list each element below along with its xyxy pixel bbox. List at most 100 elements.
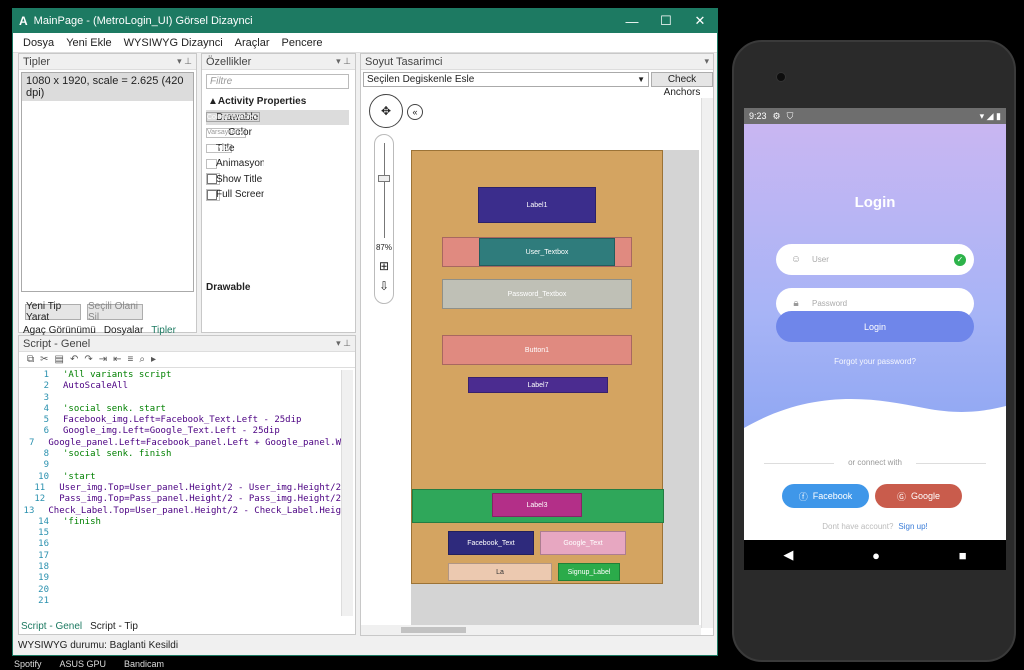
wifi-battery-icon: ▾ ◢ ▮: [979, 110, 1001, 121]
login-hero: Login ☺ User ✓ 🔒︎ Password: [744, 124, 1006, 440]
tab-tipler[interactable]: Tipler: [151, 325, 176, 336]
maximize-button[interactable]: ☐: [660, 13, 672, 28]
login-button[interactable]: Login: [776, 311, 974, 342]
la-view[interactable]: La: [448, 563, 552, 581]
indent-icon[interactable]: ⇥: [98, 354, 108, 365]
chevron-down-icon[interactable]: ▾: [704, 56, 709, 66]
undo-icon[interactable]: ↶: [69, 354, 79, 365]
check-anchors-button[interactable]: Check Anchors: [651, 72, 713, 98]
forgot-password-link[interactable]: Forgot your password?: [834, 357, 916, 366]
code-scrollbar[interactable]: [341, 370, 353, 616]
pin-icon[interactable]: ▾ ⊥: [177, 56, 192, 66]
redo-icon[interactable]: ↷: [84, 354, 93, 365]
code-line[interactable]: 21: [38, 595, 49, 606]
button1-view[interactable]: Button1: [442, 335, 632, 365]
code-line[interactable]: 16: [38, 539, 49, 550]
cut-icon[interactable]: ✂: [40, 354, 49, 365]
taskbar-item[interactable]: Spotify: [14, 659, 42, 669]
delete-variant-button[interactable]: Seçili Olani Sil: [87, 301, 143, 323]
zoom-thumb[interactable]: [378, 175, 390, 182]
signup-link[interactable]: Sign up!: [898, 522, 928, 531]
menu-yeni-ekle[interactable]: Yeni Ekle: [66, 36, 112, 49]
comment-icon[interactable]: ≡: [127, 354, 134, 365]
taskbar-item[interactable]: ASUS GPU: [59, 659, 107, 669]
variant-item[interactable]: 1080 x 1920, scale = 2.625 (420 dpi): [22, 73, 193, 101]
signup-label-view[interactable]: Signup_Label: [558, 563, 620, 581]
code-line[interactable]: 19: [38, 573, 49, 584]
code-line[interactable]: 10'start: [38, 471, 96, 482]
user-textbox-view[interactable]: User_Textbox: [479, 238, 615, 266]
login-title: Login: [854, 194, 896, 211]
show-title-checkbox[interactable]: [207, 174, 217, 185]
activity-root[interactable]: Label1 User_Textbox Password_Textbox But…: [411, 150, 664, 584]
tab-script-genel[interactable]: Script - Genel: [21, 621, 83, 632]
canvas-vscrollbar[interactable]: [701, 98, 713, 628]
property-row-show-title[interactable]: Show Title: [206, 172, 349, 188]
password-textbox-view[interactable]: Password_Textbox: [442, 279, 632, 309]
pin-icon[interactable]: ▾ ⊥: [336, 56, 351, 66]
close-button[interactable]: ✕: [694, 13, 706, 28]
code-line[interactable]: 3: [43, 392, 49, 403]
home-icon[interactable]: ●: [872, 547, 880, 563]
pin-icon[interactable]: ▾ ⊥: [336, 338, 351, 348]
canvas-hscrollbar[interactable]: [361, 625, 701, 635]
outdent-icon[interactable]: ⇤: [113, 354, 122, 365]
find-icon[interactable]: ⌕: [139, 354, 145, 365]
menu-dosya[interactable]: Dosya: [23, 36, 55, 49]
properties-title: Özellikler: [206, 55, 252, 68]
run-icon[interactable]: ▸: [151, 354, 157, 365]
label1-view[interactable]: Label1: [478, 187, 596, 223]
zoom-slider[interactable]: 87% ⊞ ⇩: [374, 134, 394, 304]
code-line[interactable]: 18: [38, 562, 49, 573]
tab-dosyalar[interactable]: Dosyalar: [103, 325, 144, 336]
fit-icon[interactable]: ⊞: [378, 259, 390, 273]
code-line[interactable]: 20: [38, 584, 49, 595]
full-screen-checkbox[interactable]: [207, 189, 217, 200]
property-row-animation[interactable]: Animasyon...0▾: [206, 158, 264, 170]
collapse-icon[interactable]: «: [407, 104, 423, 120]
code-line[interactable]: 17: [38, 550, 49, 561]
new-variant-button[interactable]: Yeni Tip Yarat: [25, 301, 81, 323]
label3-view[interactable]: Label3: [492, 493, 582, 517]
code-line[interactable]: 1'All variants script: [43, 370, 172, 380]
paste-icon[interactable]: ▤: [54, 354, 64, 365]
recents-icon[interactable]: ■: [958, 547, 967, 563]
code-line[interactable]: 14'finish: [38, 516, 101, 527]
label7-view[interactable]: Label7: [468, 377, 608, 393]
tab-script-tip[interactable]: Script - Tip: [90, 621, 138, 632]
export-icon[interactable]: ⇩: [378, 279, 390, 293]
minimize-button[interactable]: —: [625, 13, 639, 29]
menu-pencere[interactable]: Pencere: [281, 36, 323, 49]
copy-icon[interactable]: ⧉: [27, 354, 35, 365]
property-row-full-screen[interactable]: Full Screen: [206, 187, 349, 203]
pan-control-icon[interactable]: ✥: [369, 94, 403, 128]
code-line[interactable]: 9: [43, 460, 49, 471]
menu-araclar[interactable]: Araçlar: [234, 36, 270, 49]
tab-agac[interactable]: Agaç Görünümü: [23, 325, 96, 336]
code-line[interactable]: 8'social senk. finish: [43, 449, 172, 460]
user-field[interactable]: ☺ User ✓: [776, 244, 974, 275]
user-panel-view[interactable]: User_Textbox: [442, 237, 632, 267]
variable-mapping-dropdown[interactable]: Seçilen Degiskenle Esle▼: [363, 72, 649, 87]
filter-input[interactable]: Filtre: [206, 74, 349, 89]
code-line[interactable]: 15: [38, 528, 49, 539]
menu-wysiwyg[interactable]: WYSIWYG Dizaynci: [123, 36, 223, 49]
facebook-text-view[interactable]: Facebook_Text: [448, 531, 534, 555]
google-text-view[interactable]: Google_Text: [540, 531, 626, 555]
taskbar-item[interactable]: Bandicam: [124, 659, 165, 669]
back-icon[interactable]: ◀: [783, 547, 794, 562]
code-line[interactable]: 4'social senk. start: [43, 403, 166, 414]
